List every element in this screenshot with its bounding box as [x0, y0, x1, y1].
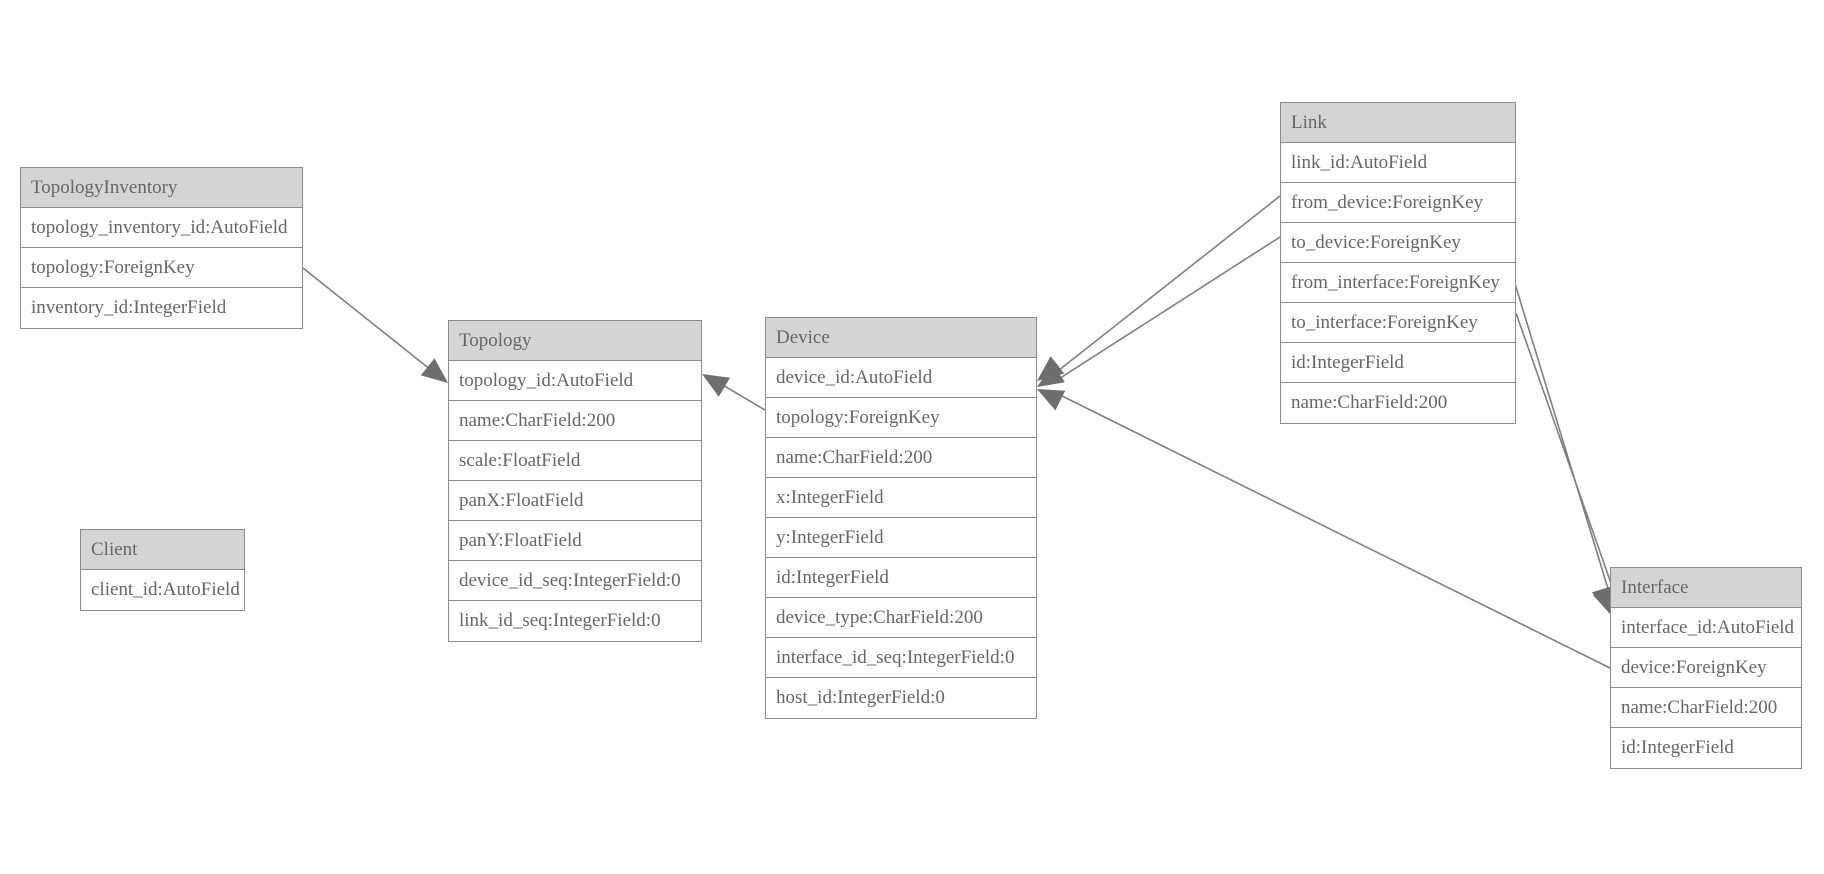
- relationship-link-to-device-to-device: [1037, 236, 1281, 387]
- entity-field-row: topology_id:AutoField: [449, 361, 701, 401]
- entity-field-row: y:IntegerField: [766, 518, 1036, 558]
- entity-field-row: id:IntegerField: [1281, 343, 1515, 383]
- arrowhead: [1037, 356, 1065, 381]
- relationship-link-from-device-to-device: [1037, 195, 1281, 381]
- entity-field-row: from_device:ForeignKey: [1281, 183, 1515, 223]
- relationship-topologyinventory-to-topology: [302, 267, 448, 383]
- entity-title-device: Device: [766, 318, 1036, 358]
- entity-field-row: to_device:ForeignKey: [1281, 223, 1515, 263]
- entity-field-row: link_id:AutoField: [1281, 143, 1515, 183]
- entity-field-row: name:CharField:200: [1611, 688, 1801, 728]
- entity-field-row: device_type:CharField:200: [766, 598, 1036, 638]
- relationship-interface-device-to-device: [1037, 389, 1611, 669]
- entity-field-row: client_id:AutoField: [81, 570, 244, 610]
- arrowhead: [1037, 389, 1066, 411]
- entity-field-row: name:CharField:200: [1281, 383, 1515, 423]
- entity-field-row: device_id_seq:IntegerField:0: [449, 561, 701, 601]
- arrowhead: [1037, 363, 1065, 387]
- arrowhead: [420, 358, 448, 383]
- entity-field-row: device_id:AutoField: [766, 358, 1036, 398]
- relationship-link-from-interface-to-interface: [1511, 273, 1614, 614]
- entity-field-row: panY:FloatField: [449, 521, 701, 561]
- entity-title-topology: Topology: [449, 321, 701, 361]
- relationship-link-to-interface-to-interface: [1515, 312, 1620, 616]
- entity-field-row: interface_id:AutoField: [1611, 608, 1801, 648]
- arrowhead: [702, 374, 730, 397]
- entity-field-row: id:IntegerField: [766, 558, 1036, 598]
- entity-field-row: device:ForeignKey: [1611, 648, 1801, 688]
- entity-field-row: name:CharField:200: [766, 438, 1036, 478]
- entity-field-row: panX:FloatField: [449, 481, 701, 521]
- entity-title-interface: Interface: [1611, 568, 1801, 608]
- entity-field-row: name:CharField:200: [449, 401, 701, 441]
- entity-field-row: inventory_id:IntegerField: [21, 288, 302, 328]
- entity-title-link: Link: [1281, 103, 1515, 143]
- entity-field-row: to_interface:ForeignKey: [1281, 303, 1515, 343]
- entity-field-row: scale:FloatField: [449, 441, 701, 481]
- entity-field-row: id:IntegerField: [1611, 728, 1801, 768]
- entity-field-row: topology:ForeignKey: [766, 398, 1036, 438]
- relationship-device-to-topology: [702, 374, 766, 411]
- entity-field-row: from_interface:ForeignKey: [1281, 263, 1515, 303]
- entity-field-row: link_id_seq:IntegerField:0: [449, 601, 701, 641]
- entity-field-row: interface_id_seq:IntegerField:0: [766, 638, 1036, 678]
- entity-field-row: host_id:IntegerField:0: [766, 678, 1036, 718]
- entity-field-row: topology:ForeignKey: [21, 248, 302, 288]
- entity-field-row: x:IntegerField: [766, 478, 1036, 518]
- entity-title-topology-inventory: TopologyInventory: [21, 168, 302, 208]
- entity-title-client: Client: [81, 530, 244, 570]
- entity-field-row: topology_inventory_id:AutoField: [21, 208, 302, 248]
